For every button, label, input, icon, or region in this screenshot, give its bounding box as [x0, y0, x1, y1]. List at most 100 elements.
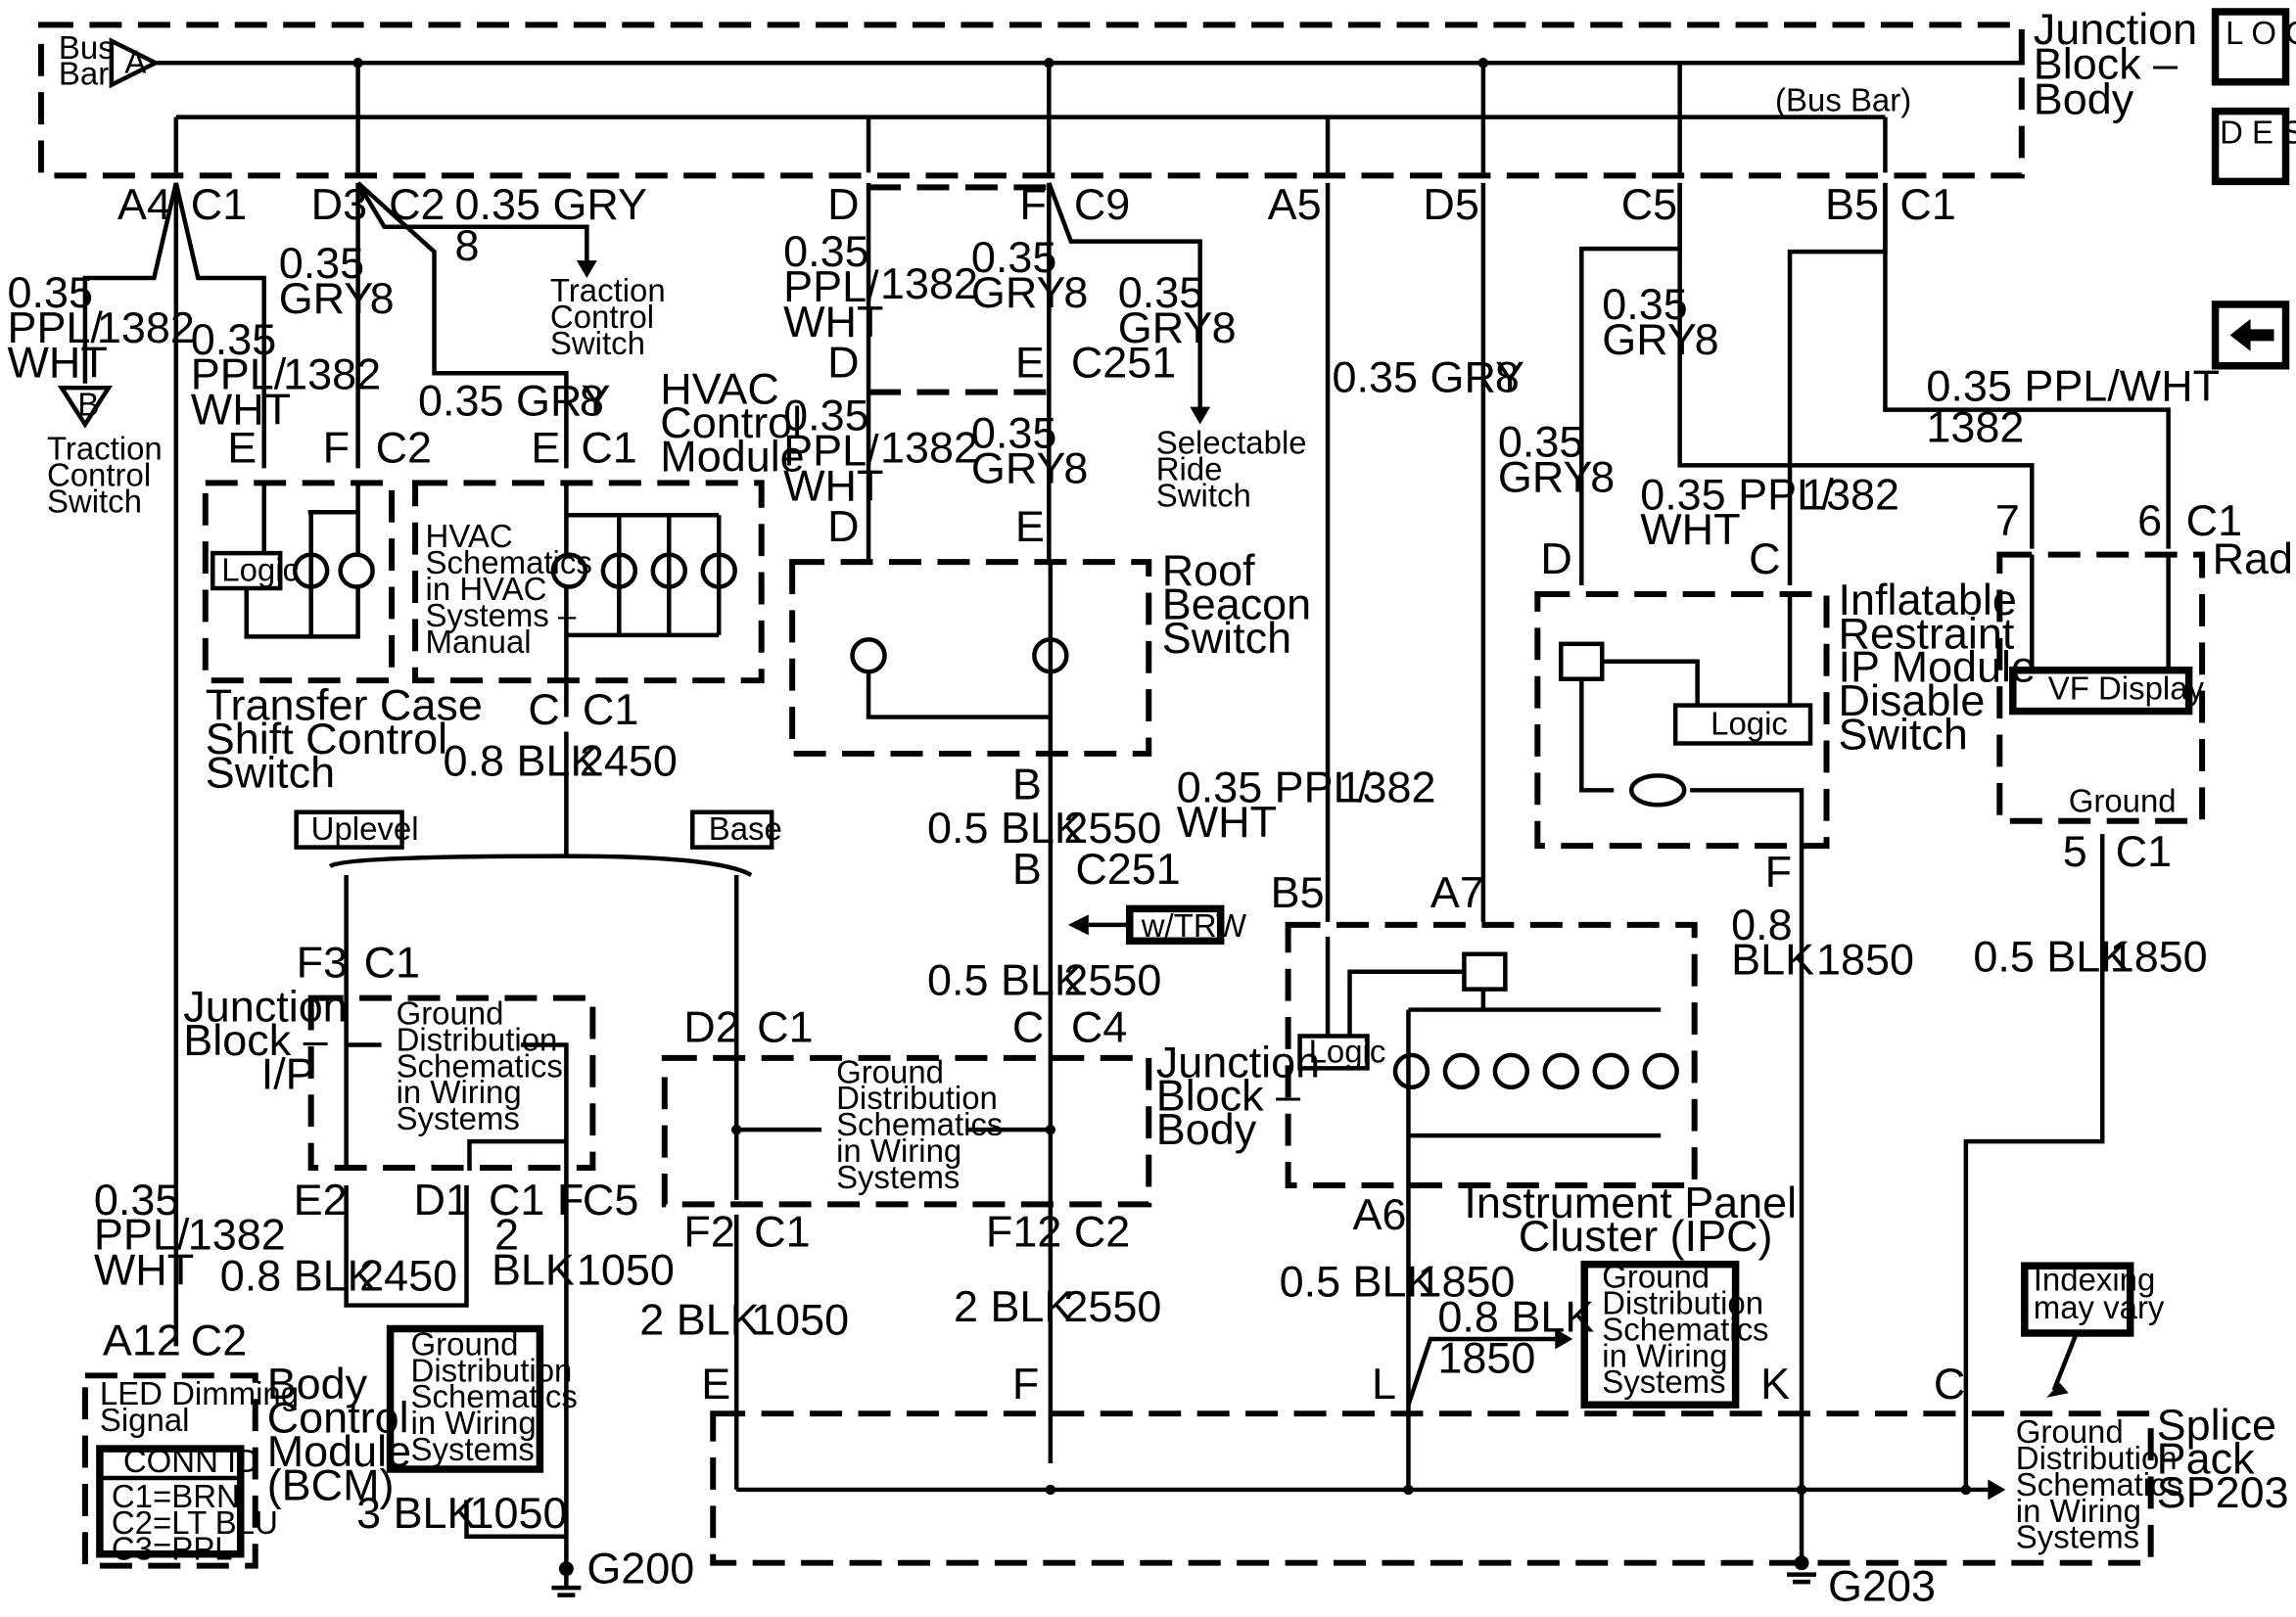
w-trw-arrow	[1067, 914, 1089, 936]
instrument-panel-cluster	[1285, 921, 1698, 1188]
label-hv-c1: C1	[581, 422, 636, 472]
label-a6: A6	[1353, 1189, 1407, 1239]
label-b5-r: B5	[1825, 179, 1879, 229]
indexing-arrow-line	[2051, 1333, 2079, 1392]
splice-pack-internal	[736, 1479, 2006, 1585]
label-gd3-4: in Wiring	[836, 1132, 961, 1169]
label-f12: F12	[986, 1207, 1061, 1257]
label-sr-gry-1: 0.35	[1118, 267, 1203, 317]
label-rb-ppl-4: 0.35	[783, 391, 868, 440]
label-rb-1382b: 1382	[880, 422, 978, 472]
label-jbb-1: Junction	[1156, 1037, 1320, 1086]
label-rd-6: 6	[2137, 495, 2162, 545]
label-hvac-t-3: Module	[660, 431, 804, 481]
label-gd1-2: Distribution	[397, 1021, 558, 1057]
label-n1382-ipc: 1382	[1338, 762, 1436, 811]
desc-icon[interactable]	[2211, 107, 2290, 186]
label-gry-ipc: 0.35 GRY	[1333, 352, 1525, 402]
label-bcm-3: Module	[267, 1426, 411, 1476]
label-gry-ipc2-1: 0.35	[1498, 416, 1583, 466]
label-rd-5: 5	[2063, 826, 2087, 876]
label-n2550-b: 2550	[1063, 955, 1161, 1005]
label-hv-s-4: Systems –	[426, 597, 577, 633]
label-rb-ppl-3: WHT	[783, 297, 883, 346]
label-gry-m-2: GRY	[279, 273, 374, 323]
label-n2450-hv: 2450	[580, 735, 678, 785]
label-gd5-4: in Wiring	[2016, 1493, 2141, 1529]
label-ir-n-2: Restraint	[1838, 608, 2014, 658]
label-n2550-c: 2550	[1063, 1281, 1161, 1331]
label-rb-d2: D	[827, 338, 859, 388]
label-eight-hvac: 8	[580, 376, 604, 426]
label-ppl-b-3: WHT	[94, 1245, 194, 1295]
label-rb-e3: E	[1015, 501, 1045, 551]
label-bcm-led-2: Signal	[100, 1402, 190, 1438]
label-gd2-1: Ground	[411, 1325, 519, 1362]
label-a5: A5	[1268, 179, 1322, 229]
label-tcs-3: Switch	[550, 325, 645, 361]
label-gd1-1: Ground	[397, 995, 504, 1032]
roof-beacon-internal	[850, 562, 1069, 1464]
label-rb-ppl-5: PPL/	[783, 425, 879, 475]
connector-a-label: A	[124, 44, 146, 80]
label-jbb-3: Body	[1156, 1104, 1257, 1154]
label-gd2-5: Systems	[411, 1431, 535, 1467]
label-tcs-1: Traction	[550, 272, 666, 308]
label-eight-top: 8	[455, 220, 480, 270]
label-ir-c: C	[1749, 533, 1780, 583]
label-blk-2-b: 2 BLK	[954, 1281, 1073, 1331]
ir-internal	[1559, 593, 1804, 1490]
indexing-note-box	[2021, 1262, 2134, 1337]
label-g203: G203	[1828, 1561, 1936, 1611]
label-rb-gry-3: 0.35	[971, 408, 1056, 458]
radio-internal	[1963, 554, 2171, 1490]
label-tcs-2: Control	[550, 299, 654, 335]
box-label-logic-ir: Logic	[1710, 706, 1788, 742]
label-conn-c1: C1=BRN	[112, 1478, 240, 1514]
label-tc-name-2: Shift Control	[206, 714, 447, 763]
label-bcm-4: (BCM)	[267, 1459, 395, 1509]
label-ir-n-3: IP Module	[1838, 642, 2036, 692]
label-blk-05-b: 0.5 BLK	[927, 955, 1084, 1005]
label-gry-m-1: 0.35	[279, 238, 364, 288]
label-jb-title-1: Junction	[2034, 4, 2197, 54]
loc-icon[interactable]	[2211, 8, 2290, 86]
label-tcs-b-2: Control	[47, 456, 151, 492]
label-d2-c1: C1	[757, 1002, 813, 1052]
label-gd2-3: Schematics	[411, 1378, 578, 1414]
label-n1382-m: 1382	[283, 349, 381, 399]
label-idx-1: Indexing	[2034, 1262, 2156, 1298]
label-rb-e2: E	[1015, 338, 1045, 388]
label-conn-c2: C2=LT BLU	[112, 1504, 278, 1541]
label-rb-gry-4: GRY	[971, 442, 1066, 492]
label-gd3-5: Systems	[836, 1159, 960, 1195]
label-rd-1850: 1850	[2110, 932, 2208, 982]
label-gd1-3: Schematics	[397, 1047, 563, 1084]
indexing-arrow	[2046, 1382, 2069, 1398]
label-idx-2: may vary	[2034, 1289, 2165, 1325]
box-label-logic-ipc: Logic	[1309, 1033, 1386, 1069]
hvac-control-module	[412, 480, 765, 684]
label-rb-c251a: C251	[1071, 338, 1176, 388]
label-jbip-3: I/P	[261, 1048, 315, 1098]
ipc-internal	[1325, 936, 1679, 1490]
label-ppl-b-2: PPL/	[94, 1210, 190, 1260]
label-ir-ppl-2: WHT	[1640, 504, 1740, 554]
label-g200: G200	[586, 1544, 694, 1594]
label-tcs-b-1: Traction	[47, 430, 163, 466]
label-tc-f: F	[323, 422, 350, 472]
label-d5: D5	[1423, 179, 1478, 229]
label-c5b: C5	[583, 1175, 638, 1224]
label-n2550-a: 2550	[1063, 803, 1161, 853]
label-gd4-3: Schematics	[1602, 1311, 1768, 1347]
label-gry-hvac: 0.35 GRY	[418, 376, 611, 426]
label-two-b: 2	[494, 1210, 519, 1260]
label-hv-e: E	[531, 422, 560, 472]
label-a12: A12	[103, 1315, 181, 1364]
label-ir-ppl-1: 0.35 PPL/	[1640, 469, 1834, 519]
label-jbip-2: Block –	[183, 1015, 327, 1065]
label-base: Base	[709, 810, 782, 847]
label-c4: C4	[1071, 1002, 1127, 1052]
label-f3-c1: C1	[364, 938, 420, 988]
